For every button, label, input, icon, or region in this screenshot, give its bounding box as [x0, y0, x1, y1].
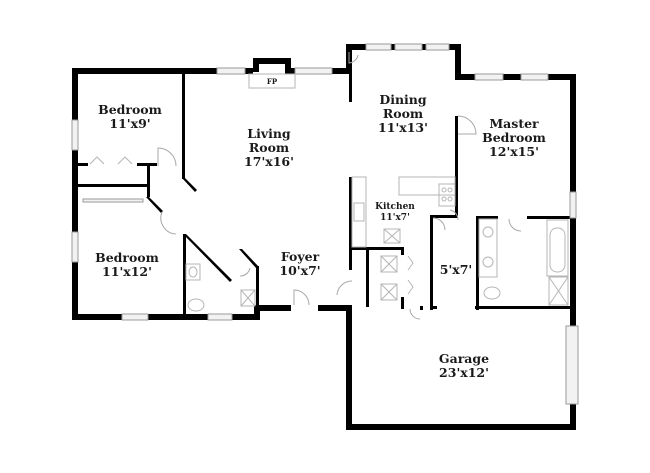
hall-bath-shower — [240, 289, 256, 307]
room-dims: 17'x16' — [244, 154, 294, 169]
room-label-garage: Garage 23'x12' — [439, 352, 489, 380]
kitchen-counter-top — [398, 176, 456, 196]
kitchen-counter-left — [351, 176, 367, 248]
bathtub — [546, 219, 569, 277]
doors — [157, 52, 522, 320]
room-name-line1: Living — [247, 126, 291, 141]
fireplace-text: FP — [266, 77, 278, 86]
room-dims: 11'x7' — [380, 213, 410, 223]
room-label-laundry: 5'x7' — [440, 263, 473, 277]
room-name-line1: Master — [489, 116, 539, 131]
room-name: Bedroom — [98, 102, 162, 117]
washer — [380, 255, 398, 273]
room-name-line1: Dining — [379, 92, 427, 107]
kitchen-sink — [353, 202, 365, 222]
room-name-line2: Bedroom — [482, 130, 546, 145]
room-label-living-room: Living Room 17'x16' — [244, 127, 294, 169]
room-dims: 5'x7' — [439, 262, 473, 277]
master-toilet — [483, 286, 501, 300]
room-dims: 11'x12' — [102, 264, 152, 279]
fireplace — [248, 73, 296, 89]
room-name-line2: Room — [382, 106, 424, 121]
room-name: Foyer — [280, 249, 320, 264]
exterior-walls — [72, 44, 576, 430]
pantry-box — [383, 228, 401, 244]
room-dims: 11'x13' — [378, 120, 428, 135]
room-dims: 11'x9' — [109, 116, 151, 131]
master-vanity — [478, 218, 498, 278]
master-shower — [548, 276, 569, 306]
room-name-line2: Room — [248, 140, 290, 155]
stove — [438, 183, 456, 207]
dryer — [380, 283, 398, 301]
hall-bath-toilet — [187, 298, 205, 312]
room-label-bedroom-2: Bedroom 11'x12' — [95, 251, 159, 279]
room-dims: 12'x15' — [489, 144, 539, 159]
room-label-master-bedroom: Master Bedroom 12'x15' — [482, 117, 546, 159]
room-dims: 10'x7' — [279, 263, 321, 278]
windows — [71, 43, 579, 405]
fixtures — [89, 73, 569, 312]
fireplace-label: FP — [267, 78, 277, 86]
room-name: Garage — [438, 351, 490, 366]
interior-walls — [78, 72, 576, 316]
room-dims: 23'x12' — [439, 365, 489, 380]
room-label-foyer: Foyer 10'x7' — [279, 250, 320, 278]
room-label-kitchen: Kitchen 11'x7' — [375, 202, 415, 224]
room-name: Bedroom — [95, 250, 159, 265]
hall-bath-sink — [185, 263, 201, 281]
room-label-bedroom-1: Bedroom 11'x9' — [98, 103, 162, 131]
room-label-dining-room: Dining Room 11'x13' — [378, 93, 428, 135]
room-name: Kitchen — [375, 202, 415, 212]
